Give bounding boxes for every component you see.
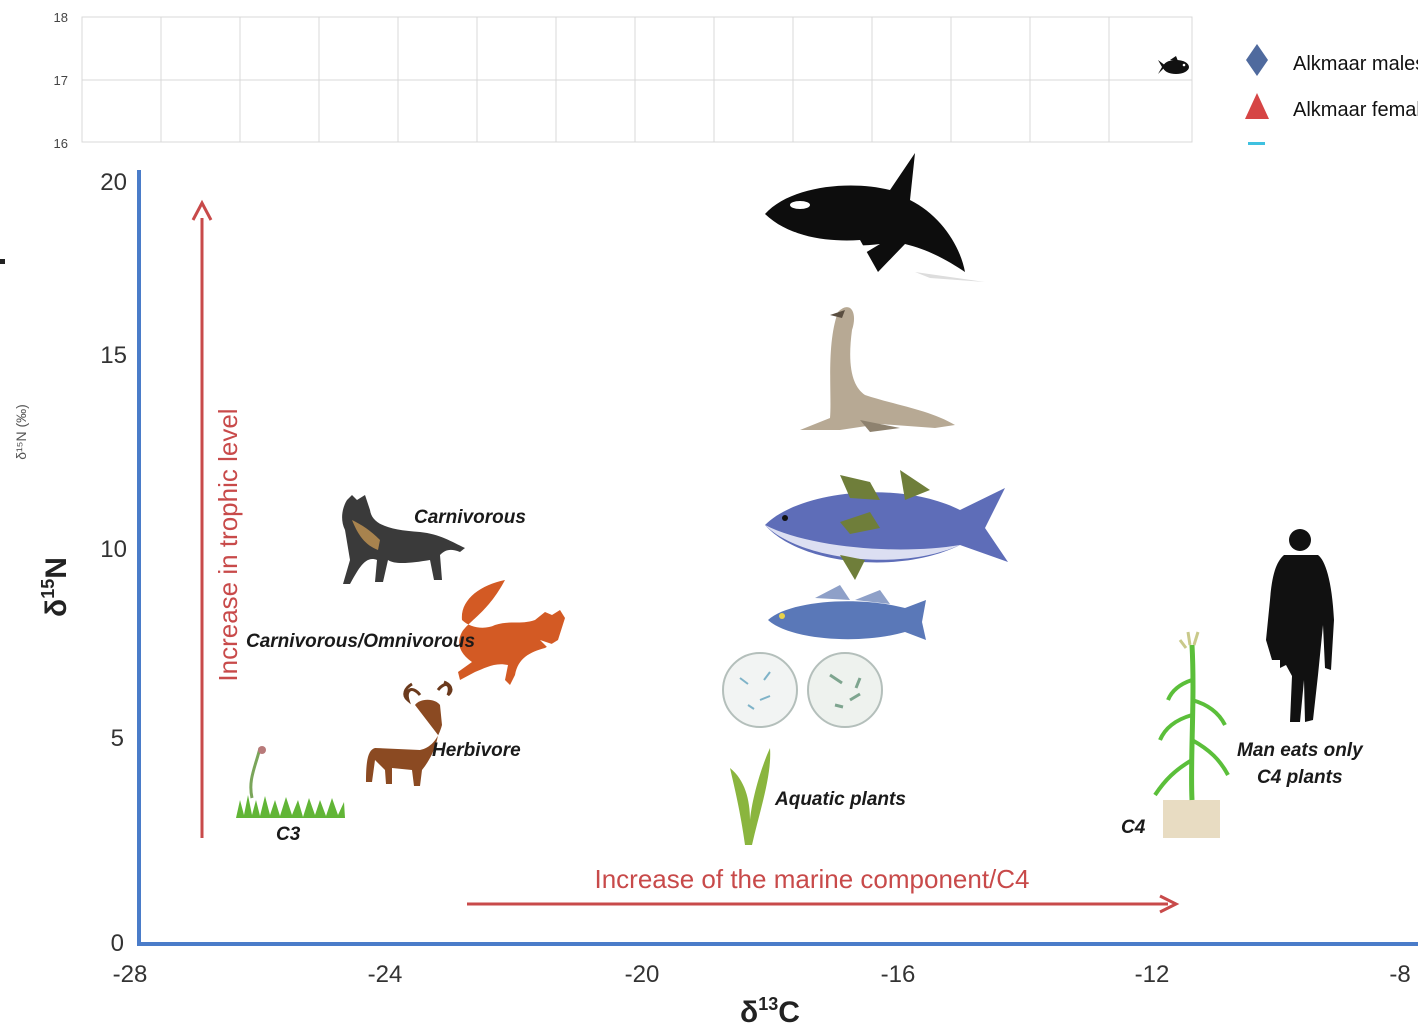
- cod-icon: [768, 585, 926, 640]
- top-gridlines: [82, 17, 1192, 142]
- label-c4: C4: [1121, 817, 1146, 838]
- x-axis-title: δ13C: [740, 994, 800, 1027]
- trophic-level-arrow: [191, 199, 213, 838]
- x-tick-label: -16: [881, 961, 916, 988]
- main-diagram: 20 15 10 5 0 -28 -24 -20 -16 -12 -8 δ13C…: [38, 153, 1418, 1027]
- label-man-line1: Man eats only: [1237, 740, 1364, 761]
- top-y-axis-label: δ¹⁵N (‰): [13, 404, 29, 460]
- marine-component-arrow: [467, 894, 1180, 914]
- man-silhouette-icon: [1266, 529, 1334, 722]
- label-herbivore: Herbivore: [432, 740, 521, 761]
- sea-lion-icon: [800, 307, 955, 432]
- top-y-tick: 17: [54, 73, 68, 88]
- x-tick-label: -12: [1135, 961, 1170, 988]
- legend-dash-marker: [1248, 142, 1265, 145]
- y-tick-label: 0: [111, 930, 124, 957]
- label-carnivorous: Carnivorous: [414, 507, 526, 528]
- top-y-tick: 18: [54, 10, 68, 25]
- top-legend: Alkmaar males Alkmaar females: [1245, 44, 1418, 145]
- small-fish-icon: [1158, 56, 1189, 74]
- top-y-tick: 16: [54, 136, 68, 151]
- crop-fragment: [0, 259, 5, 264]
- fox-icon: [458, 580, 565, 685]
- x-tick-label: -8: [1389, 961, 1410, 988]
- trophic-arrow-label: Increase in trophic level: [213, 408, 243, 681]
- legend-label: Alkmaar males: [1293, 53, 1418, 75]
- y-tick-label: 20: [100, 169, 127, 196]
- y-tick-label: 5: [111, 725, 124, 752]
- label-c3: C3: [276, 824, 301, 845]
- marine-arrow-label: Increase of the marine component/C4: [594, 864, 1029, 894]
- tuna-icon: [765, 470, 1008, 580]
- grass-icon: [236, 746, 345, 818]
- legend-diamond-marker: [1246, 44, 1268, 76]
- y-tick-label: 10: [100, 536, 127, 563]
- y-tick-label: 15: [100, 342, 127, 369]
- maize-icon: [1153, 631, 1230, 838]
- plankton-icon: [722, 652, 883, 728]
- label-man-line2: C4 plants: [1257, 767, 1343, 788]
- legend-triangle-marker: [1245, 93, 1269, 119]
- x-tick-label: -24: [368, 961, 403, 988]
- label-carnivorous-omnivorous: Carnivorous/Omnivorous: [246, 631, 475, 652]
- legend-label: Alkmaar females: [1293, 99, 1418, 121]
- seaweed-icon: [730, 748, 771, 845]
- y-axis-title: δ15N: [38, 557, 73, 617]
- top-chart: 18 17 16 Alkmaar males Alkmaar females δ…: [0, 10, 1418, 460]
- x-tick-label: -28: [113, 961, 148, 988]
- x-tick-label: -20: [625, 961, 660, 988]
- dog-icon: [342, 495, 465, 584]
- label-aquatic-plants: Aquatic plants: [774, 789, 906, 810]
- orca-icon: [765, 153, 985, 282]
- deer-icon: [366, 680, 453, 786]
